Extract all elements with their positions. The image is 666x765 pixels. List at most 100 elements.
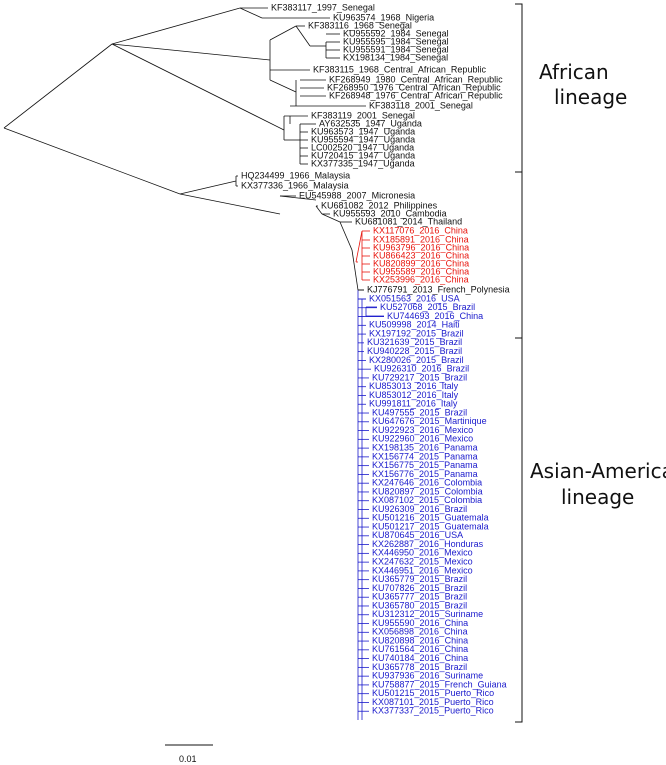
leaf-label: KX253996_2016_China — [373, 274, 469, 284]
leaf-label: KX117076_2016_China — [373, 225, 468, 235]
leaf-label: KU820897_2015_Colombia — [372, 486, 483, 496]
leaf-label: KX087102_2015_Colombia — [372, 495, 482, 505]
leaf-label: KU866423_2016_China — [373, 250, 469, 260]
leaf-label: KU963796_2016_China — [373, 242, 469, 252]
african-lineage-label: African — [539, 60, 609, 84]
leaf-label: KF383117_1997_Senegal — [271, 2, 375, 12]
leaf-label: KU501215_2015_Puerto_Rico — [372, 688, 494, 698]
african-lineage-bracket — [515, 3, 523, 339]
tree-branch — [111, 43, 285, 131]
asian-american-lineage-label: Asian-American — [530, 459, 666, 483]
leaf-label: KX156774_2015_Panama — [372, 451, 478, 461]
leaf-label: KU853013_2016_Italy — [369, 381, 459, 391]
leaf-label: KX156775_2015_Panama — [372, 460, 478, 470]
tree-branch — [315, 205, 323, 215]
leaf-labels: KF383117_1997_SenegalKU963574_1968_Niger… — [241, 2, 510, 715]
leaf-label: KX446950_2016_Mexico — [372, 548, 473, 558]
leaf-label: KU365777_2015_Brazil — [372, 592, 467, 602]
leaf-label: KX262887_2016_Honduras — [372, 539, 484, 549]
leaf-label: KX197192_2015_Brazil — [369, 328, 464, 338]
leaf-label: KF383119_2001_Senegal — [311, 110, 415, 120]
leaf-label: KX280026_2015_Brazil — [369, 355, 464, 365]
leaf-label: KX185891_2016_China — [373, 234, 469, 244]
leaf-label: KU365779_2015_Brazil — [372, 574, 467, 584]
leaf-label: KU963573_1947_Uganda — [311, 126, 415, 136]
leaf-label: KU870645_2016_USA — [372, 530, 463, 540]
leaf-label: KU501217_2015_Guatemala — [372, 521, 489, 531]
leaf-label: AY632535_1947_Uganda — [319, 118, 422, 128]
leaf-label: KF268950_1976_Central_African_Republic — [327, 82, 501, 92]
leaf-label: KU707826_2015_Brazil — [372, 583, 467, 593]
tree-branch — [321, 213, 341, 223]
leaf-label: KU647676_2015_Martinique — [372, 416, 487, 426]
leaf-label: KF268948_1976_Central_African_Republic — [329, 90, 503, 100]
leaf-label: KX156776_2015_Panama — [372, 469, 478, 479]
leaf-label: KX247632_2015_Mexico — [372, 557, 473, 567]
leaf-label: KU955593_2010_Cambodia — [333, 208, 447, 218]
leaf-label: KU940228_2015_Brazil — [367, 346, 462, 356]
tree-branches — [3, 7, 384, 720]
leaf-label: KU926309_2016_Brazil — [372, 504, 467, 514]
root-branch-african — [3, 43, 113, 129]
leaf-label: KX056898_2016_China — [372, 627, 468, 637]
leaf-label: KU922960_2016_Mexico — [372, 434, 473, 444]
leaf-label: KU365778_2015_Brazil — [372, 662, 467, 672]
root-branch-asian — [3, 127, 181, 195]
leaf-label: KU955591_1984_Senegal — [343, 44, 449, 54]
leaf-label: KU926310_2016_Brazil — [374, 364, 469, 374]
tree-branch — [295, 25, 311, 47]
leaf-label: KX377337_2015_Puerto_Rico — [372, 706, 494, 716]
leaf-label: KU922923_2016_Mexico — [372, 425, 473, 435]
leaf-label: KU955589_2016_China — [373, 266, 469, 276]
leaf-label: KX051563_2016_USA — [369, 293, 460, 303]
leaf-label: KF268949_1980_Central_African_Republic — [329, 74, 503, 84]
leaf-label: KX377336_1966_Malaysia — [241, 180, 349, 190]
leaf-label: KU729217_2015_Brazil — [372, 372, 467, 382]
leaf-label: KX198134_1984_Senegal — [343, 52, 448, 62]
leaf-label: KX087101_2015_Puerto_Rico — [372, 697, 494, 707]
leaf-label: HQ234499_1966_Malaysia — [241, 170, 350, 180]
leaf-label: EU545988_2007_Micronesia — [299, 190, 415, 200]
leaf-label: LC002520_1947_Uganda — [311, 142, 414, 152]
leaf-label: KF383118_2001_Senegal — [369, 100, 473, 110]
leaf-label: KF383116_1968_Senegal — [308, 20, 412, 30]
leaf-label: KX198135_2016_Panama — [372, 442, 478, 452]
leaf-label: KU497555_2015_Brazil — [372, 407, 467, 417]
leaf-label: KF383115_1968_Central_African_Republic — [313, 64, 486, 74]
leaf-label: KU509998_2014_Haiti — [369, 320, 460, 330]
china-clade-branch — [355, 230, 363, 263]
leaf-label: KU937936_2016_Suriname — [372, 671, 483, 681]
leaf-label: KU991811_2016_Italy — [369, 399, 458, 409]
tree-branch — [111, 43, 271, 61]
tree-branch — [279, 195, 317, 201]
leaf-label: KU853012_2016_Italy — [369, 390, 459, 400]
tree-branch — [269, 25, 297, 41]
leaf-label: KU955594_1947_Uganda — [311, 134, 415, 144]
tree-branch — [239, 7, 263, 19]
leaf-label: KJ776791_2013_French_Polynesia — [367, 284, 510, 294]
leaf-label: KU527068_2015_Brazil — [380, 302, 475, 312]
leaf-label: KU744693_2016_China — [387, 311, 483, 321]
leaf-label: KU963574_1968_Nigeria — [333, 12, 434, 22]
tree-branch — [111, 7, 241, 45]
leaf-label: KX446951_2016_Mexico — [372, 565, 473, 575]
leaf-label: KU761564_2016_China — [372, 644, 468, 654]
african-lineage-label-line-2: lineage — [554, 85, 627, 109]
leaf-label: KU740184_2016_China — [372, 653, 468, 663]
leaf-label: KU820899_2016_China — [373, 258, 469, 268]
leaf-label: KU955595_1984_Senegal — [343, 36, 449, 46]
leaf-label: KU365780_2015_Brazil — [372, 600, 467, 610]
leaf-label: KU681081_2014_Thailand — [355, 216, 462, 226]
scale-bar-label: 0.01 — [179, 754, 197, 764]
leaf-label: KU955592_1984_Senegal — [343, 28, 449, 38]
tree-branch — [269, 79, 297, 93]
leaf-label: KU312312_2015_Suriname — [372, 609, 483, 619]
tree-branch — [179, 193, 281, 215]
leaf-label: KU681082_2012_Philippines — [321, 200, 438, 210]
leaf-label: KX247646_2016_Colombia — [372, 478, 482, 488]
tree-branch — [339, 221, 353, 251]
leaf-label: KX377335_1947_Uganda — [311, 158, 415, 168]
asian-american-lineage-label-line-2: lineage — [561, 485, 634, 509]
tree-branch — [351, 249, 359, 291]
